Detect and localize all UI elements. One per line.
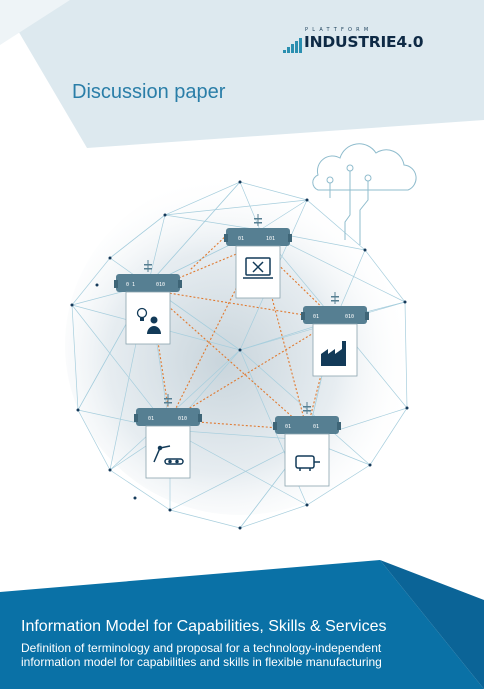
module-3-code-left: 01 (313, 314, 319, 320)
module-2-code-right: 010 (156, 282, 165, 288)
background-glow (65, 175, 415, 515)
idea-person-icon (136, 307, 161, 334)
logo-bars-icon (283, 37, 303, 53)
cloud-network-icon (312, 143, 417, 245)
module-2-code-left: 0 1 (126, 282, 135, 288)
module-5-code-left: 01 (285, 424, 291, 430)
logo-wordmark: INDUSTRIE4.0 (304, 33, 424, 51)
robot-arm-conveyor-icon (153, 445, 184, 465)
industrie40-logo: PLATTFORM INDUSTRIE4.0 (283, 27, 443, 55)
module-1-code-right: 101 (266, 236, 275, 242)
top-band (0, 0, 484, 148)
motor-icon (295, 455, 320, 471)
module-1-code-left: 01 (238, 236, 244, 242)
module-4-code-left: 01 (148, 416, 154, 422)
bottom-band (0, 560, 484, 689)
factory-icon (321, 341, 346, 366)
logo-plattform-text: PLATTFORM (305, 27, 373, 33)
subtitle-line-1: Definition of terminology and proposal f… (21, 641, 382, 655)
document-subtitle: Definition of terminology and proposal f… (21, 641, 471, 669)
network-nodes (70, 180, 409, 530)
module-motor: 01 01 (273, 402, 341, 487)
document-type: Discussion paper (72, 81, 226, 103)
network-illustration: 01 101 0 1 010 (65, 143, 417, 530)
subtitle-line-2: information model for capabilities and s… (21, 655, 382, 669)
module-idea-person: 0 1 010 (114, 260, 182, 345)
module-4-code-right: 010 (178, 416, 187, 422)
module-tools-laptop: 01 101 (224, 214, 292, 299)
module-factory: 01 010 (301, 292, 369, 377)
document-title: Information Model for Capabilities, Skil… (21, 618, 387, 635)
module-3-code-right: 010 (345, 314, 354, 320)
module-robot-arm: 01 010 (134, 394, 202, 479)
module-5-code-right: 01 (313, 424, 319, 430)
tools-laptop-icon (243, 257, 273, 279)
